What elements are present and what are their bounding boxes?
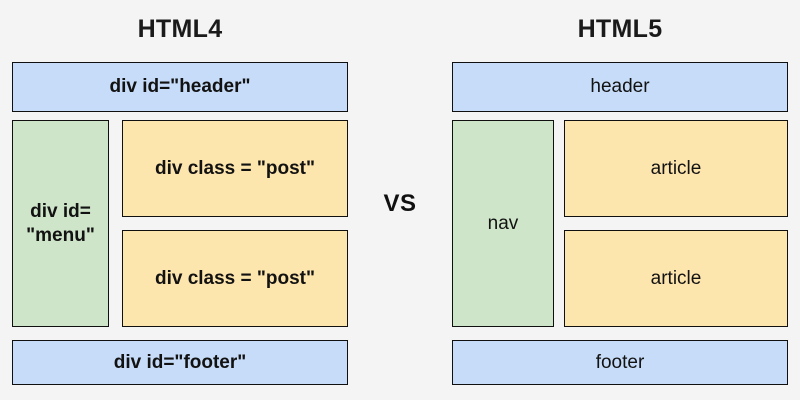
panel-title-html4: HTML4 <box>137 15 223 43</box>
versus-label: VS <box>383 190 417 217</box>
html4-post-box-2: div class = "post" <box>122 230 348 327</box>
html5-header-box: header <box>452 62 788 112</box>
html5-nav-box: nav <box>452 120 554 327</box>
html5-article-box-1: article <box>564 120 788 217</box>
html4-menu-box: div id= "menu" <box>12 120 109 327</box>
html4-post-box-1: div class = "post" <box>122 120 348 217</box>
html4-header-box: div id="header" <box>12 62 348 112</box>
html5-footer-box: footer <box>452 340 788 385</box>
panel-title-html5: HTML5 <box>577 15 663 43</box>
html5-article-box-2: article <box>564 230 788 327</box>
html4-footer-box: div id="footer" <box>12 340 348 385</box>
